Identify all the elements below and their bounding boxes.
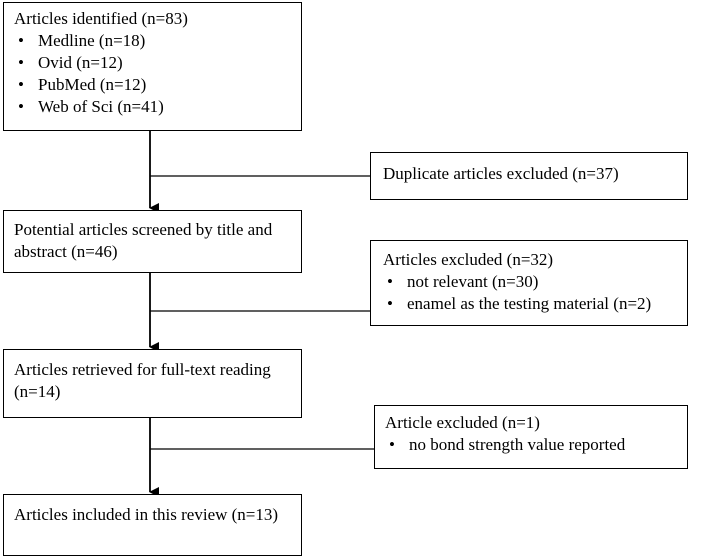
screened-box: Potential articles screened by title and… (3, 210, 302, 273)
retrieved-text: Articles retrieved for full-text reading… (14, 360, 271, 401)
reason-label: not relevant (n=30) (407, 272, 539, 291)
source-label: Medline (n=18) (38, 31, 146, 50)
source-item-medline: • Medline (n=18) (14, 30, 291, 52)
retrieved-box: Articles retrieved for full-text reading… (3, 349, 302, 418)
excluded-screen-title: Articles excluded (n=32) (383, 250, 554, 269)
bullet-icon: • (389, 435, 395, 454)
excluded-fulltext-reasons: • no bond strength value reported (385, 434, 677, 456)
source-item-web-of-sci: • Web of Sci (n=41) (14, 96, 291, 118)
reason-label: enamel as the testing material (n=2) (407, 294, 652, 313)
source-label: PubMed (n=12) (38, 75, 147, 94)
source-label: Ovid (n=12) (38, 53, 123, 72)
bullet-icon: • (18, 53, 24, 72)
identified-source-list: • Medline (n=18) • Ovid (n=12) • PubMed … (14, 30, 291, 118)
reason-label: no bond strength value reported (409, 435, 626, 454)
bullet-icon: • (387, 272, 393, 291)
bullet-icon: • (18, 97, 24, 116)
duplicates-text: Duplicate articles excluded (n=37) (383, 164, 619, 183)
bullet-icon: • (387, 294, 393, 313)
source-label: Web of Sci (n=41) (38, 97, 164, 116)
excluded-screen-reasons: • not relevant (n=30) • enamel as the te… (383, 271, 675, 315)
bullet-icon: • (18, 31, 24, 50)
excluded-fulltext-title: Article excluded (n=1) (385, 413, 540, 432)
identified-box: Articles identified (n=83) • Medline (n=… (3, 2, 302, 131)
identified-title: Articles identified (n=83) (14, 9, 188, 28)
screened-text: Potential articles screened by title and… (14, 220, 273, 261)
reason-item: • enamel as the testing material (n=2) (383, 293, 675, 315)
duplicates-box: Duplicate articles excluded (n=37) (370, 152, 688, 200)
excluded-screen-box: Articles excluded (n=32) • not relevant … (370, 240, 688, 326)
source-item-ovid: • Ovid (n=12) (14, 52, 291, 74)
source-item-pubmed: • PubMed (n=12) (14, 74, 291, 96)
included-box: Articles included in this review (n=13) (3, 494, 302, 556)
reason-item: • no bond strength value reported (385, 434, 677, 456)
included-text: Articles included in this review (n=13) (14, 505, 279, 524)
excluded-fulltext-box: Article excluded (n=1) • no bond strengt… (374, 405, 688, 469)
reason-item: • not relevant (n=30) (383, 271, 675, 293)
bullet-icon: • (18, 75, 24, 94)
